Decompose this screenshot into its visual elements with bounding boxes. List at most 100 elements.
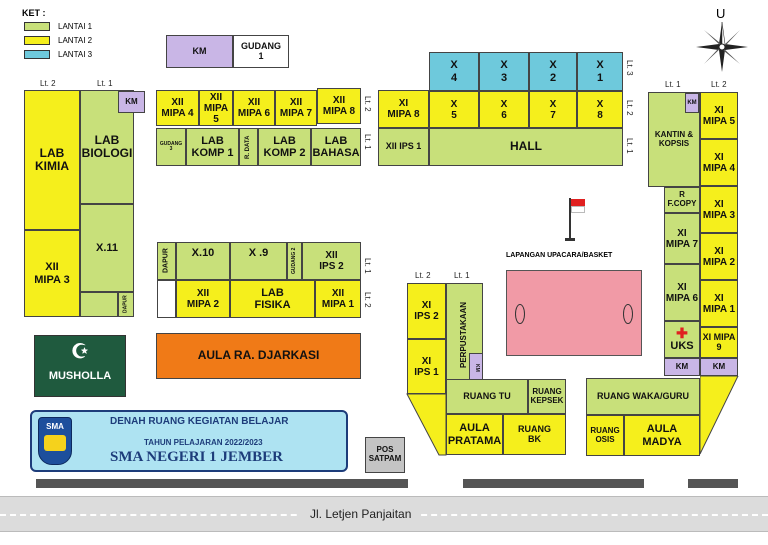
room-dapur-mid: DAPUR — [157, 242, 176, 280]
room-pos-satpam: POS SATPAM — [365, 437, 405, 473]
room-xii-mipa-5: XII MIPA 5 — [199, 90, 233, 126]
room-xi-mipa-5: XI MIPA 5 — [700, 92, 738, 139]
room-xi-mipa-2: XI MIPA 2 — [700, 233, 738, 280]
flag-pole-icon — [565, 198, 587, 242]
room-km-right-b: KM — [700, 358, 738, 376]
legend-swatch-lantai3 — [24, 50, 50, 59]
school-logo-text: SMA — [46, 422, 64, 431]
level-label: Lt. 1 — [665, 80, 681, 89]
uks-label: UKS — [670, 340, 694, 353]
room-x-11: X.11 — [80, 204, 134, 292]
room-lab-biologi: LAB BIOLOGI — [80, 90, 134, 204]
room-ruang-osis: RUANG OSIS — [586, 415, 624, 456]
room-xii-mipa-4: XII MIPA 4 — [156, 90, 199, 126]
crescent-star-icon: ☪ — [71, 341, 89, 363]
room-km-right-a: KM — [664, 358, 700, 376]
room-lab-kimia: LAB KIMIA — [24, 90, 80, 230]
room-x-9: X .9 — [230, 242, 287, 280]
field-circle-right — [623, 304, 633, 324]
fence-bar-mid — [463, 479, 644, 488]
room-ruang-waka-guru: RUANG WAKA/GURU — [586, 378, 700, 415]
room-km-right-top: KM — [685, 93, 699, 113]
level-label: Lt. 2 — [363, 292, 372, 308]
room-km-left: KM — [118, 91, 145, 113]
level-label: Lt. 2 — [625, 100, 634, 116]
room-ruang-kepsek: RUANG KEPSEK — [528, 379, 566, 414]
room-blank — [157, 280, 176, 318]
room-x-8: X 8 — [577, 91, 623, 128]
room-km-perpus: KM — [469, 353, 483, 383]
room-lab-bahasa: LAB BAHASA — [311, 128, 361, 166]
level-label: Lt. 2 — [40, 79, 56, 88]
room-lab-komp-1: LAB KOMP 1 — [186, 128, 239, 166]
lapangan-label: LAPANGAN UPACARA/BASKET — [506, 252, 613, 259]
level-label: Lt. 1 — [625, 138, 634, 154]
compass-star-icon — [696, 22, 748, 72]
fence-bar-right — [688, 479, 738, 488]
room-xii-mipa-1: XII MIPA 1 — [315, 280, 361, 318]
room-x-3: X 3 — [479, 52, 529, 91]
room-gudang-3: GUDANG 3 — [156, 128, 186, 166]
room-xi-mipa-9: XI MIPA 9 — [700, 327, 738, 358]
level-label: Lt. 1 — [363, 258, 372, 274]
field-circle-left — [515, 304, 525, 324]
room-r-fcopy: R F.COPY — [664, 187, 700, 213]
level-label: Lt. 1 — [454, 271, 470, 280]
room-lab-fisika: LAB FISIKA — [230, 280, 315, 318]
bottom-center-block-outline — [406, 393, 447, 456]
room-xi-mipa-7: XI MIPA 7 — [664, 213, 700, 264]
fence-bar-left — [36, 479, 408, 488]
room-x-10: X.10 — [176, 242, 230, 280]
title-line-2: TAHUN PELAJARAN 2022/2023 — [144, 438, 263, 447]
room-uks: ✚ UKS — [664, 321, 700, 358]
room-ruang-tu: RUANG TU — [446, 379, 528, 414]
room-xi-mipa-8: XI MIPA 8 — [378, 90, 429, 128]
legend: KET : LANTAI 1 LANTAI 2 LANTAI 3 — [22, 8, 132, 68]
room-x-7: X 7 — [529, 91, 577, 128]
room-xii-mipa-7: XII MIPA 7 — [275, 90, 317, 126]
bottom-right-block-outline — [700, 376, 739, 455]
room-left-small — [80, 292, 118, 317]
musholla-label: MUSHOLLA — [48, 370, 112, 382]
room-r-data: R. DATA — [239, 128, 258, 166]
room-xii-mipa-6: XII MIPA 6 — [233, 90, 275, 126]
room-km-top: KM — [166, 35, 233, 68]
legend-label-lantai3: LANTAI 3 — [58, 50, 93, 59]
room-x-4: X 4 — [429, 52, 479, 91]
room-x-1: X 1 — [577, 52, 623, 91]
compass-rose: U — [694, 6, 750, 72]
room-hall: HALL — [429, 128, 623, 166]
legend-swatch-lantai2 — [24, 36, 50, 45]
lapangan-field — [506, 270, 642, 356]
room-aula-madya: AULA MADYA — [624, 415, 700, 456]
room-xii-mipa-2: XII MIPA 2 — [176, 280, 230, 318]
room-aula-pratama: AULA PRATAMA — [446, 414, 503, 455]
level-label: Lt. 2 — [415, 271, 431, 280]
road-name: Jl. Letjen Panjaitan — [300, 507, 422, 521]
level-label: Lt. 1 — [363, 134, 372, 150]
title-line-3: SMA NEGERI 1 JEMBER — [110, 449, 283, 465]
level-label: Lt. 3 — [625, 60, 634, 76]
room-dapur-left: DAPUR — [118, 292, 134, 317]
title-box: SMA DENAH RUANG KEGIATAN BELAJAR TAHUN P… — [30, 410, 348, 472]
level-label: Lt. 2 — [363, 96, 372, 112]
room-xi-ips-2: XI IPS 2 — [407, 283, 446, 339]
room-xii-ips-2: XII IPS 2 — [302, 242, 361, 280]
room-aula-ra-djarkasi: AULA RA. DJARKASI — [156, 333, 361, 379]
room-gudang-2: GUDANG 2 — [287, 242, 302, 280]
compass-north-label: U — [716, 6, 726, 21]
legend-label-lantai1: LANTAI 1 — [58, 22, 93, 31]
legend-title: KET : — [22, 8, 46, 18]
room-x-5: X 5 — [429, 91, 479, 128]
level-label: Lt. 2 — [711, 80, 727, 89]
medical-cross-icon: ✚ — [676, 325, 688, 342]
legend-label-lantai2: LANTAI 2 — [58, 36, 93, 45]
school-logo-icon: SMA — [38, 417, 72, 465]
title-line-1: DENAH RUANG KEGIATAN BELAJAR — [110, 416, 289, 427]
road: Jl. Letjen Panjaitan — [0, 496, 768, 532]
room-xii-mipa-8: XII MIPA 8 — [317, 88, 361, 124]
room-xii-mipa-3: XII MIPA 3 — [24, 230, 80, 317]
room-lab-komp-2: LAB KOMP 2 — [258, 128, 311, 166]
room-ruang-bk: RUANG BK — [503, 414, 566, 455]
room-musholla: ☪ MUSHOLLA — [34, 335, 126, 397]
